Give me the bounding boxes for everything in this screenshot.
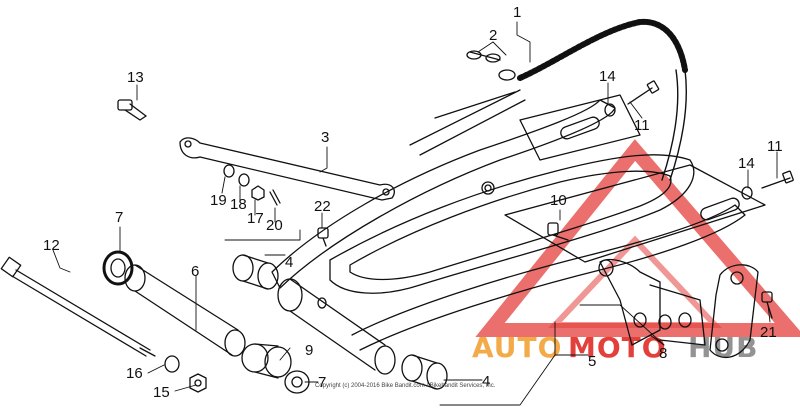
callout-16: 16 bbox=[126, 365, 143, 382]
pivot-collar-upper bbox=[232, 254, 279, 290]
callout-11-right: 11 bbox=[767, 138, 783, 155]
callout-20: 20 bbox=[266, 217, 283, 234]
bracket-8 bbox=[598, 258, 706, 346]
bolt-11-right bbox=[761, 170, 794, 189]
callout-14-right: 14 bbox=[738, 155, 755, 172]
callout-9: 9 bbox=[305, 342, 313, 359]
watermark-text-hub: HUB bbox=[688, 331, 759, 364]
leader-lines bbox=[52, 21, 778, 406]
watermark-triangle bbox=[475, 139, 800, 337]
watermark-text-moto: MOTO bbox=[568, 331, 667, 364]
upper-chain-guide bbox=[519, 94, 641, 161]
drive-chain bbox=[409, 18, 688, 181]
callout-17: 17 bbox=[247, 210, 264, 227]
washer-14-upper bbox=[604, 103, 616, 117]
callout-8: 8 bbox=[659, 345, 667, 362]
bolt-11-upper bbox=[627, 80, 660, 105]
callout-10: 10 bbox=[550, 192, 567, 209]
callout-11-upper: 11 bbox=[634, 117, 650, 134]
callout-14-upper: 14 bbox=[599, 68, 616, 85]
pivot-washer bbox=[164, 355, 180, 373]
automotohub-watermark-logo: AUTO MOTO HUB bbox=[472, 139, 800, 364]
callout-1: 1 bbox=[513, 4, 521, 21]
callout-4-upper: 4 bbox=[285, 254, 293, 271]
watermark-inner-triangle bbox=[548, 235, 722, 328]
thrust-bushing bbox=[241, 343, 292, 379]
callout-3: 3 bbox=[321, 129, 329, 146]
pivot-bushing bbox=[124, 264, 246, 357]
swingarm-pivot-tube bbox=[277, 278, 396, 375]
callout-13: 13 bbox=[127, 69, 144, 86]
pivot-collar-lower bbox=[401, 354, 448, 390]
callout-6: 6 bbox=[191, 263, 199, 280]
callout-2: 2 bbox=[489, 27, 497, 44]
nut-17 bbox=[251, 185, 265, 201]
grease-fitting-22 bbox=[317, 227, 329, 247]
callout-12: 12 bbox=[43, 237, 60, 254]
washer-18 bbox=[238, 173, 250, 187]
callout-19: 19 bbox=[210, 192, 227, 209]
watermark-text-auto: AUTO bbox=[472, 331, 562, 364]
callout-21: 21 bbox=[760, 324, 777, 341]
washer-14-right bbox=[741, 186, 753, 200]
lower-chain-guide bbox=[504, 164, 766, 263]
pivot-nut bbox=[189, 373, 207, 393]
callout-15: 15 bbox=[153, 384, 170, 401]
dust-seal-upper bbox=[102, 250, 134, 286]
copyright-notice: Copyright (c) 2004-2016 Bike Bandit.com … bbox=[315, 383, 496, 389]
washer-19 bbox=[223, 164, 235, 178]
pivot-bolt bbox=[0, 256, 156, 357]
cotter-pin-20 bbox=[269, 189, 281, 206]
callout-5: 5 bbox=[588, 353, 596, 370]
callout-22: 22 bbox=[314, 198, 331, 215]
callout-7-lower: 7 bbox=[318, 374, 326, 391]
stopper-plate bbox=[709, 264, 759, 359]
callout-18: 18 bbox=[230, 196, 247, 213]
bolt-10 bbox=[547, 222, 569, 241]
callout-7-upper: 7 bbox=[115, 209, 123, 226]
chain-joint-clip bbox=[466, 50, 516, 81]
callout-labels: 1 2 3 4 4 5 6 7 7 8 9 10 11 11 12 13 14 … bbox=[43, 4, 783, 401]
chain-slider-rod bbox=[179, 137, 395, 201]
bolt-13 bbox=[117, 99, 147, 121]
callout-4-lower: 4 bbox=[482, 373, 490, 390]
swingarm bbox=[271, 99, 746, 351]
